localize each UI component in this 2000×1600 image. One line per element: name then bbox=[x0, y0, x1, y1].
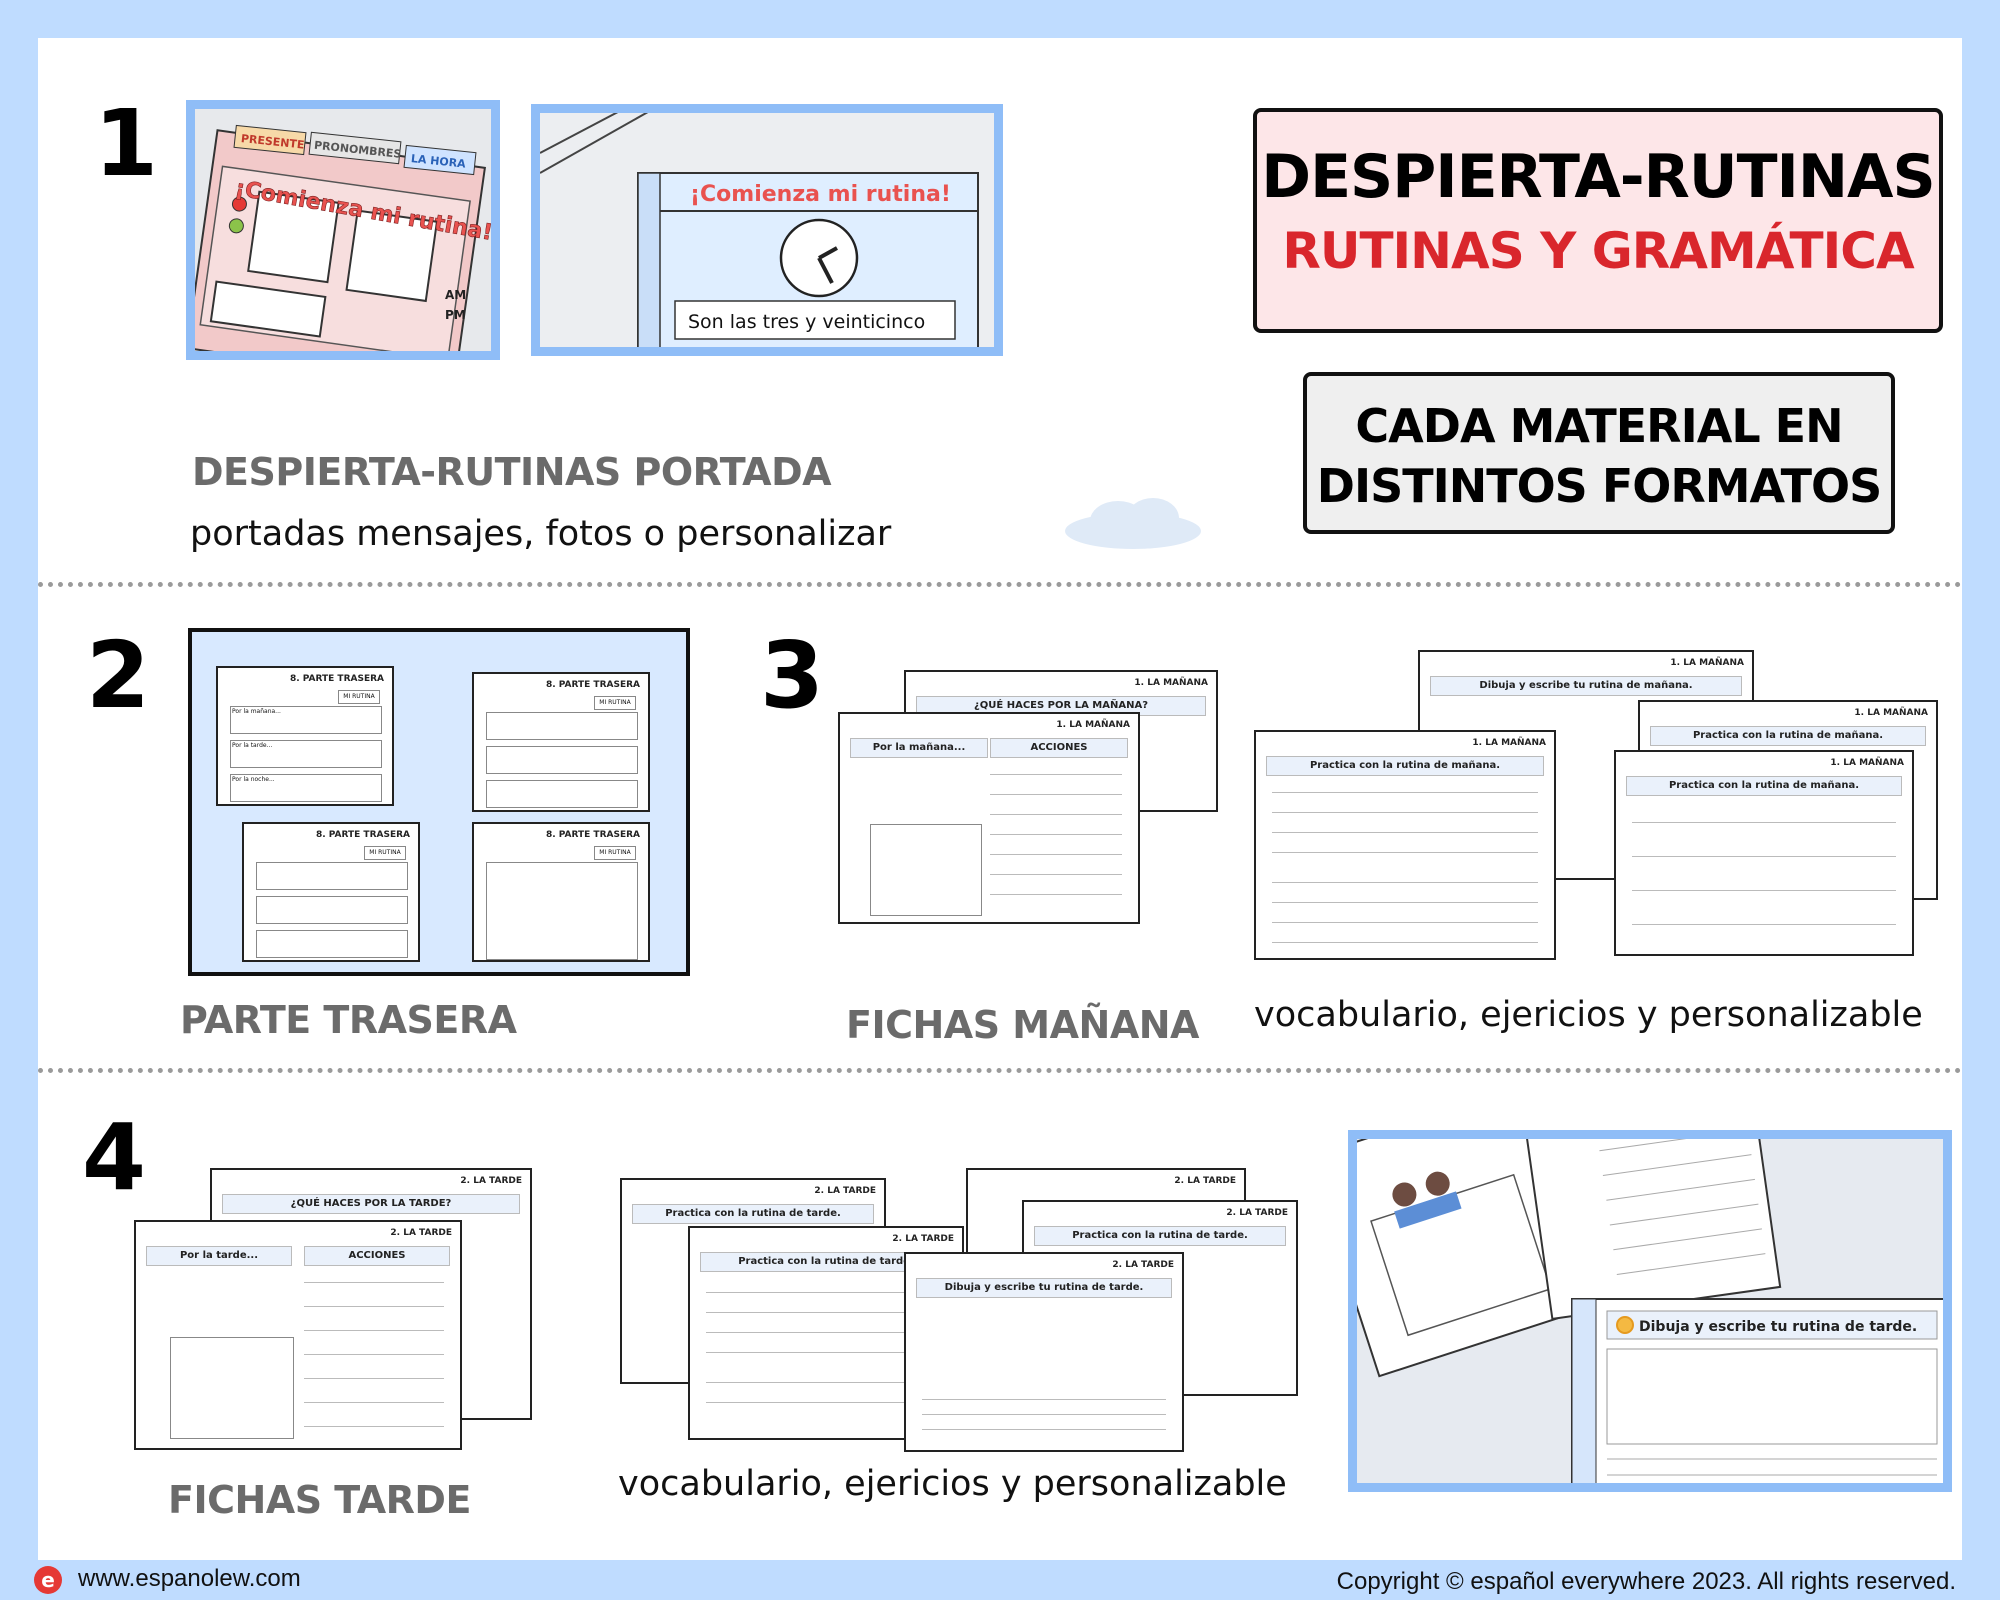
sheet-tag: 2. LA TARDE bbox=[1226, 1208, 1288, 1218]
sheet-tag: 2. LA TARDE bbox=[390, 1228, 452, 1238]
trasera-box-3 bbox=[256, 930, 408, 958]
trasera-sheet-3: 8. PARTE TRASERA MI RUTINA bbox=[242, 822, 420, 962]
cover-photo: ¡Comienza mi rutina! PRESENTE PRONOMBRES… bbox=[186, 100, 500, 360]
trasera-box-2 bbox=[486, 746, 638, 774]
trasera-box-2 bbox=[230, 740, 382, 768]
sheet-drawing-box bbox=[870, 824, 982, 916]
sheet-band-acciones: ACCIONES bbox=[304, 1246, 450, 1266]
caption-parte-trasera: PARTE TRASERA bbox=[180, 998, 517, 1042]
trasera-line-tarde: Por la tarde... bbox=[232, 742, 273, 749]
description-fichas-manana: vocabulario, ejericios y personalizable bbox=[1254, 995, 1923, 1035]
sheet-band: ¿QUÉ HACES POR LA TARDE? bbox=[222, 1194, 520, 1214]
sheet-tag: 1. LA MAÑANA bbox=[1056, 720, 1130, 730]
trasera-box-3 bbox=[230, 774, 382, 802]
caption-fichas-manana: FICHAS MAÑANA bbox=[846, 1003, 1199, 1047]
cloud-icon bbox=[1065, 498, 1201, 549]
clock-sentence: Son las tres y veinticinco bbox=[688, 311, 925, 333]
footer-copyright: Copyright © español everywhere 2023. All… bbox=[1336, 1568, 1956, 1595]
sheet-band: Practica con la rutina de mañana. bbox=[1626, 776, 1902, 796]
page: 1 ¡Comienza mi rutina! PRESENTE PRONOMBR… bbox=[38, 38, 1962, 1560]
trasera-sheet-box: MI RUTINA bbox=[338, 690, 380, 704]
sheet-drawing-area bbox=[926, 1304, 1162, 1384]
caption-portada: DESPIERTA-RUTINAS PORTADA bbox=[192, 450, 832, 494]
section-number-3: 3 bbox=[760, 622, 825, 729]
main-subtitle: RUTINAS Y GRAMÁTICA bbox=[1282, 222, 1914, 280]
trasera-sheet-tag: 8. PARTE TRASERA bbox=[545, 830, 640, 840]
sheet-tag: 2. LA TARDE bbox=[814, 1186, 876, 1196]
trasera-sheet-4: 8. PARTE TRASERA MI RUTINA bbox=[472, 822, 650, 962]
trasera-sheet-tag: 8. PARTE TRASERA bbox=[315, 830, 410, 840]
sheet-band: Practica con la rutina de mañana. bbox=[1650, 726, 1926, 746]
title-box: DESPIERTA-RUTINAS RUTINAS Y GRAMÁTICA bbox=[1253, 108, 1943, 333]
cover-pm: PM bbox=[445, 308, 466, 322]
section-number-2: 2 bbox=[86, 622, 151, 729]
sheet-band: Practica con la rutina de mañana. bbox=[1266, 756, 1544, 776]
clock-photo: ¡Comienza mi rutina! Son las tres y vein… bbox=[531, 104, 1003, 356]
section-number-4: 4 bbox=[82, 1104, 147, 1211]
trasera-sheet-box: MI RUTINA bbox=[594, 846, 636, 860]
sheet-tag: 2. LA TARDE bbox=[892, 1234, 954, 1244]
trasera-box-2 bbox=[256, 896, 408, 924]
clock-photo-illustration: ¡Comienza mi rutina! Son las tres y vein… bbox=[540, 113, 994, 347]
tarde-photo-band: Dibuja y escribe tu rutina de tarde. bbox=[1639, 1319, 1917, 1335]
trasera-sheet-tag: 8. PARTE TRASERA bbox=[545, 680, 640, 690]
trasera-sheet-2: 8. PARTE TRASERA MI RUTINA bbox=[472, 672, 650, 812]
sheet-band: Practica con la rutina de tarde. bbox=[632, 1204, 874, 1224]
sheet-band-acciones: ACCIONES bbox=[990, 738, 1128, 758]
tarde-photo: Dibuja y escribe tu rutina de tarde. bbox=[1348, 1130, 1952, 1492]
tarde-sheet-acciones: 2. LA TARDE Por la tarde... ACCIONES bbox=[134, 1220, 462, 1450]
sheet-tag: 1. LA MAÑANA bbox=[1670, 658, 1744, 668]
footer-website[interactable]: www.espanolew.com bbox=[78, 1565, 301, 1592]
sheet-tag: 2. LA TARDE bbox=[1174, 1176, 1236, 1186]
trasera-box-1 bbox=[230, 706, 382, 734]
sheet-band: Por la tarde... bbox=[146, 1246, 292, 1266]
trasera-sheet-box: MI RUTINA bbox=[364, 846, 406, 860]
formats-box: CADA MATERIAL EN DISTINTOS FORMATOS bbox=[1303, 372, 1895, 534]
sheet-tag: 1. LA MAÑANA bbox=[1472, 738, 1546, 748]
description-fichas-tarde: vocabulario, ejericios y personalizable bbox=[618, 1464, 1287, 1504]
cover-am: AM bbox=[445, 288, 466, 302]
description-portada: portadas mensajes, fotos o personalizar bbox=[190, 514, 892, 554]
sheet-drawing-box bbox=[170, 1337, 294, 1439]
sheet-tag: 1. LA MAÑANA bbox=[1830, 758, 1904, 768]
formats-line-1: CADA MATERIAL EN bbox=[1355, 399, 1843, 453]
trasera-sheet-box: MI RUTINA bbox=[594, 696, 636, 710]
manana-sheet-practica-2: 1. LA MAÑANA Practica con la rutina de m… bbox=[1614, 750, 1914, 956]
cover-tab-lahora: LA HORA bbox=[410, 152, 466, 171]
divider-2 bbox=[38, 1068, 1962, 1073]
trasera-sheet-1: 8. PARTE TRASERA MI RUTINA Por la mañana… bbox=[216, 666, 394, 806]
main-title: DESPIERTA-RUTINAS bbox=[1261, 142, 1935, 212]
sheet-tag: 1. LA MAÑANA bbox=[1854, 708, 1928, 718]
tarde-sheet-dibuja: 2. LA TARDE Dibuja y escribe tu rutina d… bbox=[904, 1252, 1184, 1452]
sheet-band: Dibuja y escribe tu rutina de mañana. bbox=[1430, 676, 1742, 696]
trasera-line-noche: Por la noche... bbox=[232, 776, 275, 783]
caption-fichas-tarde: FICHAS TARDE bbox=[168, 1478, 471, 1522]
trasera-box-3 bbox=[486, 780, 638, 808]
parte-trasera-board: 8. PARTE TRASERA MI RUTINA Por la mañana… bbox=[188, 628, 690, 976]
sheet-band: Por la mañana... bbox=[850, 738, 988, 758]
espanol-everywhere-logo-icon: e bbox=[34, 1566, 62, 1594]
sheet-tag: 2. LA TARDE bbox=[460, 1176, 522, 1186]
trasera-box-1 bbox=[256, 862, 408, 890]
trasera-line-manana: Por la mañana... bbox=[232, 708, 281, 715]
trasera-sheet-tag: 8. PARTE TRASERA bbox=[289, 674, 384, 684]
trasera-big-box bbox=[486, 862, 638, 960]
manana-sheet-acciones: 1. LA MAÑANA Por la mañana... ACCIONES bbox=[838, 712, 1140, 924]
sheet-tag: 1. LA MAÑANA bbox=[1134, 678, 1208, 688]
cover-photo-illustration: ¡Comienza mi rutina! PRESENTE PRONOMBRES… bbox=[195, 109, 491, 351]
manana-sheet-practica-1: 1. LA MAÑANA Practica con la rutina de m… bbox=[1254, 730, 1556, 960]
clock-banner-text: ¡Comienza mi rutina! bbox=[690, 182, 951, 207]
tarde-photo-illustration: Dibuja y escribe tu rutina de tarde. bbox=[1357, 1139, 1943, 1483]
sheet-band: Practica con la rutina de tarde. bbox=[1034, 1226, 1286, 1246]
sheet-tag: 2. LA TARDE bbox=[1112, 1260, 1174, 1270]
sheet-band: Dibuja y escribe tu rutina de tarde. bbox=[916, 1278, 1172, 1298]
trasera-box-1 bbox=[486, 712, 638, 740]
divider-1 bbox=[38, 582, 1962, 587]
formats-line-2: DISTINTOS FORMATOS bbox=[1316, 459, 1882, 513]
section-number-1: 1 bbox=[94, 90, 159, 197]
